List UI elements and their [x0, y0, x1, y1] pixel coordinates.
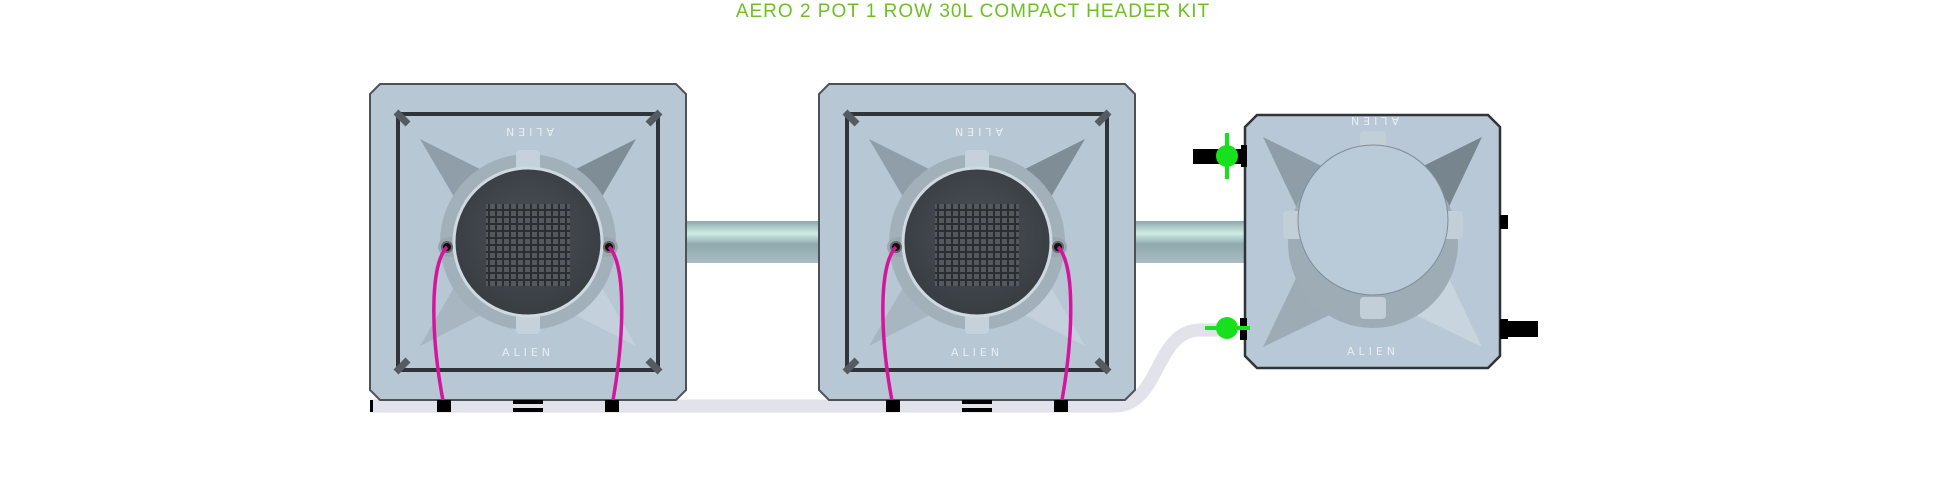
return-tube	[370, 323, 1225, 413]
drip-line	[1056, 245, 1073, 407]
brand-label-top: ALIEN	[1347, 114, 1399, 127]
brand-label-top: ALIEN	[502, 125, 554, 138]
tee-fitting	[605, 400, 619, 412]
drain-outlet	[1508, 321, 1538, 337]
clip	[513, 400, 543, 404]
tube-end-cap	[370, 400, 373, 412]
valve-top[interactable]	[1193, 133, 1247, 179]
reservoir-lid	[1297, 144, 1449, 296]
connecting-pipe-1	[685, 221, 821, 263]
drip-line	[881, 245, 898, 407]
pot-2: ALIEN ALIEN	[819, 84, 1135, 412]
clip	[962, 400, 992, 404]
drip-line	[607, 245, 624, 407]
brand-label-bottom: ALIEN	[1347, 345, 1399, 358]
tee-fitting	[437, 400, 451, 412]
brand-label-bottom: ALIEN	[951, 346, 1003, 359]
tee-fitting	[1054, 400, 1068, 412]
brand-label-bottom: ALIEN	[502, 346, 554, 359]
net-pot-grid	[935, 204, 1019, 286]
reservoir: ALIEN ALIEN	[1243, 113, 1538, 370]
valve-bottom[interactable]	[1205, 317, 1250, 340]
brand-label-top: ALIEN	[951, 125, 1003, 138]
tee-fitting	[886, 400, 900, 412]
drip-line	[432, 245, 449, 407]
diagram-title: AERO 2 POT 1 ROW 30L COMPACT HEADER KIT	[735, 1, 1211, 22]
pot-1: ALIEN ALIEN	[370, 84, 686, 412]
reservoir-fitting	[1500, 215, 1508, 229]
net-pot-grid	[486, 204, 570, 286]
connecting-pipe-2	[1133, 221, 1247, 263]
